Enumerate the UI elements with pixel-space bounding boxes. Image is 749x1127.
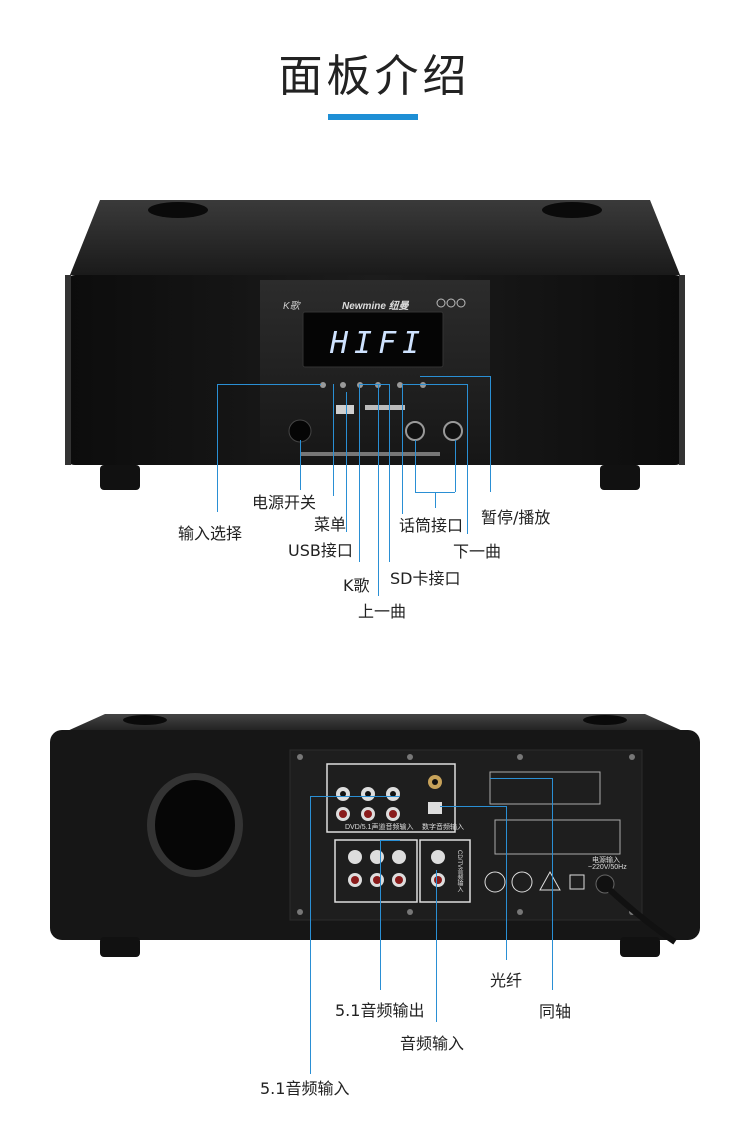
title-underline bbox=[328, 114, 418, 120]
cd-tv-input-text: CD/TV音频输入 bbox=[456, 850, 462, 892]
label-menu: 菜单 bbox=[314, 515, 347, 534]
label-optical: 光纤 bbox=[490, 971, 523, 990]
page-title: 面板介绍 bbox=[278, 51, 471, 102]
label-mic-port: 话筒接口 bbox=[399, 516, 464, 535]
label-k-song: K歌 bbox=[343, 576, 370, 595]
brand-logo: Newmine 纽曼 bbox=[342, 301, 409, 312]
label-power-switch: 电源开关 bbox=[252, 493, 317, 512]
power-input-text: 电源输入 bbox=[592, 857, 620, 864]
label-audio-input: 音频输入 bbox=[400, 1034, 465, 1053]
label-prev-track: 上一曲 bbox=[358, 602, 407, 621]
label-51-input: 5.1音频输入 bbox=[260, 1079, 350, 1098]
back-device-image bbox=[50, 714, 700, 957]
k-song-logo: K歌 bbox=[283, 301, 300, 312]
label-pause-play: 暂停/播放 bbox=[481, 508, 551, 527]
label-input-select: 输入选择 bbox=[178, 524, 243, 543]
label-usb-port: USB接口 bbox=[288, 541, 353, 560]
voltage-text: ~220V/50Hz bbox=[588, 864, 627, 871]
dvd-input-text: DVD/5.1声道音频输入 bbox=[345, 824, 414, 831]
label-sd-port: SD卡接口 bbox=[390, 569, 461, 588]
display-text: HIFI bbox=[330, 326, 427, 361]
front-device-image bbox=[65, 200, 685, 490]
label-next-track: 下一曲 bbox=[453, 542, 502, 561]
digital-input-text: 数字音频输入 bbox=[422, 824, 464, 831]
label-51-output: 5.1音频输出 bbox=[335, 1001, 425, 1020]
label-coaxial: 同轴 bbox=[539, 1002, 572, 1021]
